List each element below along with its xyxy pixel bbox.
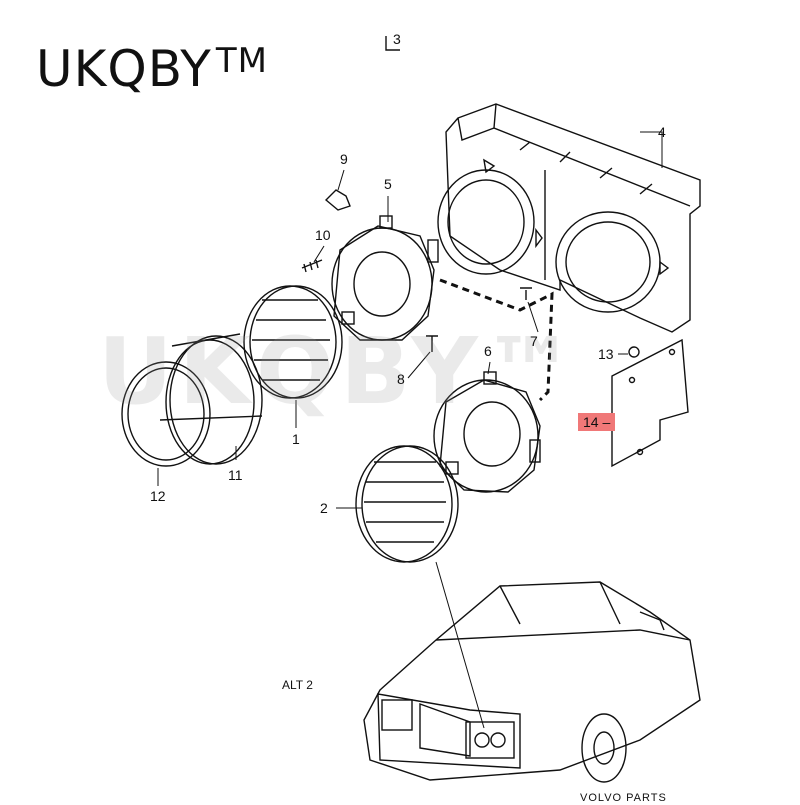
page-ref-label: 3 bbox=[393, 31, 401, 47]
clip-9 bbox=[324, 189, 351, 211]
part-label-13: 13 bbox=[598, 346, 614, 362]
mounting-ring-6 bbox=[433, 371, 541, 493]
part-label-2: 2 bbox=[320, 500, 328, 516]
part-label-7: 7 bbox=[530, 333, 538, 349]
part-label-5: 5 bbox=[384, 176, 392, 192]
part-label-10: 10 bbox=[315, 227, 331, 243]
part-label-1: 1 bbox=[292, 431, 300, 447]
part-label-8: 8 bbox=[397, 371, 405, 387]
leader-lines bbox=[157, 131, 663, 729]
headlight-unit-2 bbox=[355, 445, 459, 563]
brand-name: UKQBY bbox=[36, 40, 212, 98]
seal-ring-12 bbox=[121, 361, 211, 467]
car-illustration bbox=[363, 581, 701, 783]
headlight-unit-1 bbox=[243, 285, 343, 399]
page-ref-bracket bbox=[385, 36, 400, 51]
part-label-6: 6 bbox=[484, 343, 492, 359]
mounting-ring-5 bbox=[331, 215, 439, 341]
trim-ring-11 bbox=[159, 333, 263, 465]
screw-7 bbox=[520, 287, 532, 300]
part-label-14-highlighted: 14 – bbox=[578, 413, 616, 431]
part-label-4: 4 bbox=[658, 124, 666, 140]
spring-10 bbox=[301, 259, 323, 273]
part-label-9: 9 bbox=[340, 151, 348, 167]
screw-8 bbox=[426, 335, 438, 352]
trademark-mark: TM bbox=[215, 41, 268, 81]
cover-plate-14 bbox=[611, 338, 689, 468]
part-label-11: 11 bbox=[228, 467, 243, 483]
headlight-housing bbox=[437, 103, 701, 333]
hardware-parts bbox=[301, 189, 640, 358]
adjuster-cable bbox=[439, 278, 554, 402]
footer-text: VOLVO PARTS bbox=[580, 792, 667, 804]
part-label-12: 12 bbox=[150, 488, 166, 504]
bolt-13 bbox=[628, 346, 640, 358]
alt-label: ALT 2 bbox=[282, 678, 313, 692]
